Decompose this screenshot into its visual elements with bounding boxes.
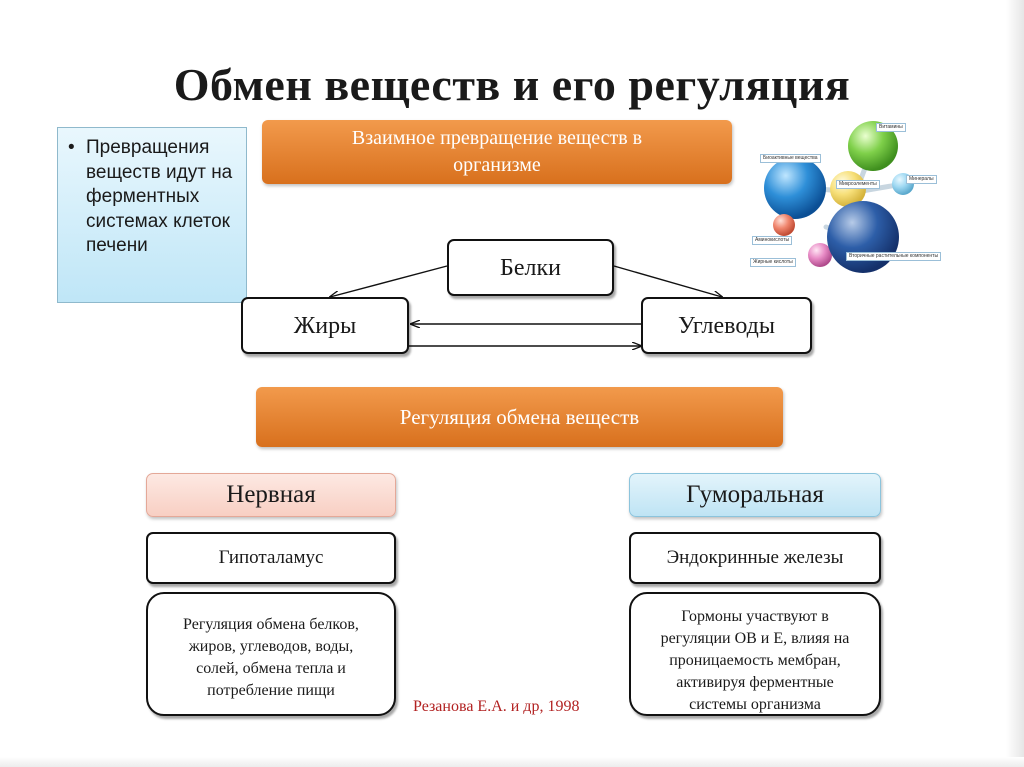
liver-note-box: • Превращения веществ идут на ферментных… <box>57 127 247 303</box>
humoral-desc-line: системы организма <box>689 696 821 713</box>
regulation-header: Регуляция обмена веществ <box>256 387 783 447</box>
sphere-green <box>848 121 898 171</box>
note-bullet: • <box>68 137 75 158</box>
endocrine-glands-box: Эндокринные железы <box>629 532 881 584</box>
mol-label-minerals: Минералы <box>906 175 937 184</box>
humoral-desc-line: активируя ферментные <box>676 674 834 691</box>
mol-label-amino-acids: Аминокислоты <box>752 236 793 245</box>
node-carbohydrates: Углеводы <box>641 297 812 354</box>
humoral-desc-line: регуляции ОВ и Е, влияя на <box>660 630 850 647</box>
humoral-desc-line: проницаемость мембран, <box>669 652 841 669</box>
transformation-header-line2: организме <box>453 154 541 176</box>
transformation-header-line1: Взаимное превращение веществ в <box>351 127 643 149</box>
arrow-proteins-to-carbs <box>613 265 722 297</box>
nervous-desc-line: Регуляция обмена белков, <box>183 616 359 633</box>
slide-title: Обмен веществ и его регуляция <box>173 59 851 110</box>
nervous-desc-line: солей, обмена тепла и <box>196 660 346 677</box>
node-proteins: Белки <box>447 239 614 296</box>
humoral-regulation-label: Гуморальная <box>629 473 881 517</box>
node-fats: Жиры <box>241 297 409 354</box>
mol-label-phyto: Вторичные растительные компоненты <box>846 252 942 261</box>
mol-label-vitamins: Витамины <box>876 123 906 132</box>
mol-label-microelements: Микроэлементы <box>836 180 880 189</box>
molecule-illustration: Витамины Биоактивные вещества Микроэлеме… <box>748 112 960 292</box>
nervous-regulation-label: Нервная <box>146 473 396 517</box>
source-credit: Резанова Е.А. и др, 1998 <box>413 698 580 715</box>
sphere-pink <box>808 243 832 267</box>
hypothalamus-box: Гипоталамус <box>146 532 396 584</box>
humoral-description: Гормоны участвуют в регуляции ОВ и Е, вл… <box>629 592 881 716</box>
nervous-desc-line: потребление пищи <box>207 682 335 699</box>
humoral-desc-line: Гормоны участвуют в <box>681 608 829 625</box>
slide-edge-right <box>1006 0 1024 767</box>
sphere-navy <box>827 201 899 273</box>
mol-label-bioactive: Биоактивные вещества <box>760 154 821 163</box>
sphere-red <box>773 214 795 236</box>
nervous-desc-line: жиров, углеводов, воды, <box>188 638 354 655</box>
arrow-proteins-to-fats <box>330 265 448 297</box>
note-text: Превращения веществ идут на ферментных с… <box>86 137 233 256</box>
mol-label-fatty-acids: Жирные кислоты <box>750 258 796 267</box>
slide-edge-bottom <box>0 757 1024 767</box>
sphere-blue <box>764 157 826 219</box>
transformation-header: Взаимное превращение веществ в организме <box>262 120 732 184</box>
nervous-description: Регуляция обмена белков, жиров, углеводо… <box>146 592 396 716</box>
